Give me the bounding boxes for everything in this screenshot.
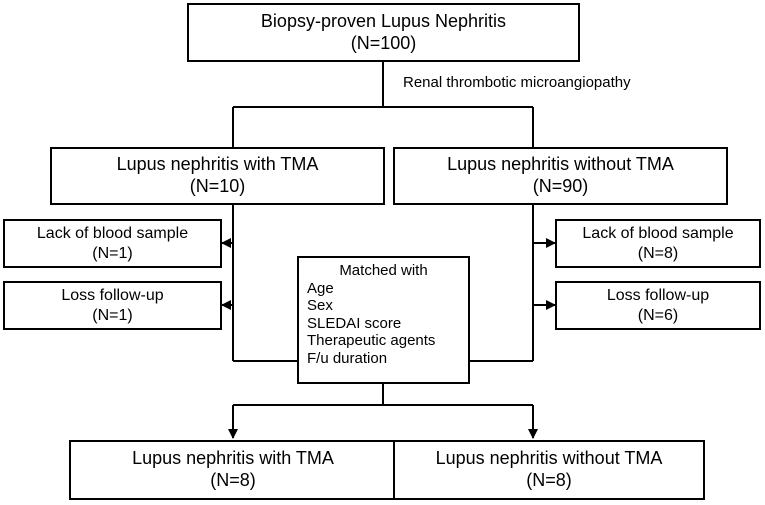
right-exclusion-blood-title: Lack of blood sample bbox=[582, 225, 734, 243]
right-group-count: (N=90) bbox=[532, 176, 589, 196]
right-exclusion-blood-count: (N=8) bbox=[637, 244, 679, 262]
final-left-title: Lupus nephritis with TMA bbox=[132, 448, 334, 469]
left-exclusion-followup-count: (N=1) bbox=[92, 306, 133, 324]
final-left-box: Lupus nephritis with TMA (N=8) bbox=[69, 440, 397, 500]
right-exclusion-followup-box: Loss follow-up (N=6) bbox=[555, 281, 761, 330]
left-exclusion-blood-title: Lack of blood sample bbox=[36, 225, 189, 243]
matched-criteria-box: Matched with Age Sex SLEDAI score Therap… bbox=[297, 256, 470, 384]
top-box-count: (N=100) bbox=[350, 32, 417, 53]
left-exclusion-followup-title: Loss follow-up bbox=[61, 287, 164, 305]
matched-item: SLEDAI score bbox=[307, 314, 402, 332]
left-exclusion-blood-count: (N=1) bbox=[92, 244, 133, 262]
matched-heading: Matched with bbox=[339, 262, 428, 279]
final-left-count: (N=8) bbox=[210, 470, 256, 490]
left-group-title: Lupus nephritis with TMA bbox=[116, 154, 319, 175]
top-box: Biopsy-proven Lupus Nephritis (N=100) bbox=[187, 3, 580, 62]
matched-item: Age bbox=[307, 279, 334, 297]
final-right-count: (N=8) bbox=[526, 470, 572, 490]
final-right-box: Lupus nephritis without TMA (N=8) bbox=[393, 440, 705, 500]
matched-item: Sex bbox=[307, 297, 333, 315]
top-box-title: Biopsy-proven Lupus Nephritis bbox=[260, 10, 507, 31]
final-right-title: Lupus nephritis without TMA bbox=[435, 448, 663, 469]
right-group-title: Lupus nephritis without TMA bbox=[447, 154, 674, 175]
left-exclusion-followup-box: Loss follow-up (N=1) bbox=[3, 281, 222, 330]
left-exclusion-blood-box: Lack of blood sample (N=1) bbox=[3, 219, 222, 268]
right-group-box: Lupus nephritis without TMA (N=90) bbox=[393, 147, 728, 205]
left-group-box: Lupus nephritis with TMA (N=10) bbox=[50, 147, 385, 205]
right-exclusion-followup-count: (N=6) bbox=[637, 306, 679, 324]
split-label: Renal thrombotic microangiopathy bbox=[403, 74, 631, 91]
right-exclusion-followup-title: Loss follow-up bbox=[606, 287, 710, 305]
right-exclusion-blood-box: Lack of blood sample (N=8) bbox=[555, 219, 761, 268]
matched-item: Therapeutic agents bbox=[307, 332, 436, 350]
left-group-count: (N=10) bbox=[189, 176, 246, 196]
matched-item: F/u duration bbox=[307, 349, 388, 367]
